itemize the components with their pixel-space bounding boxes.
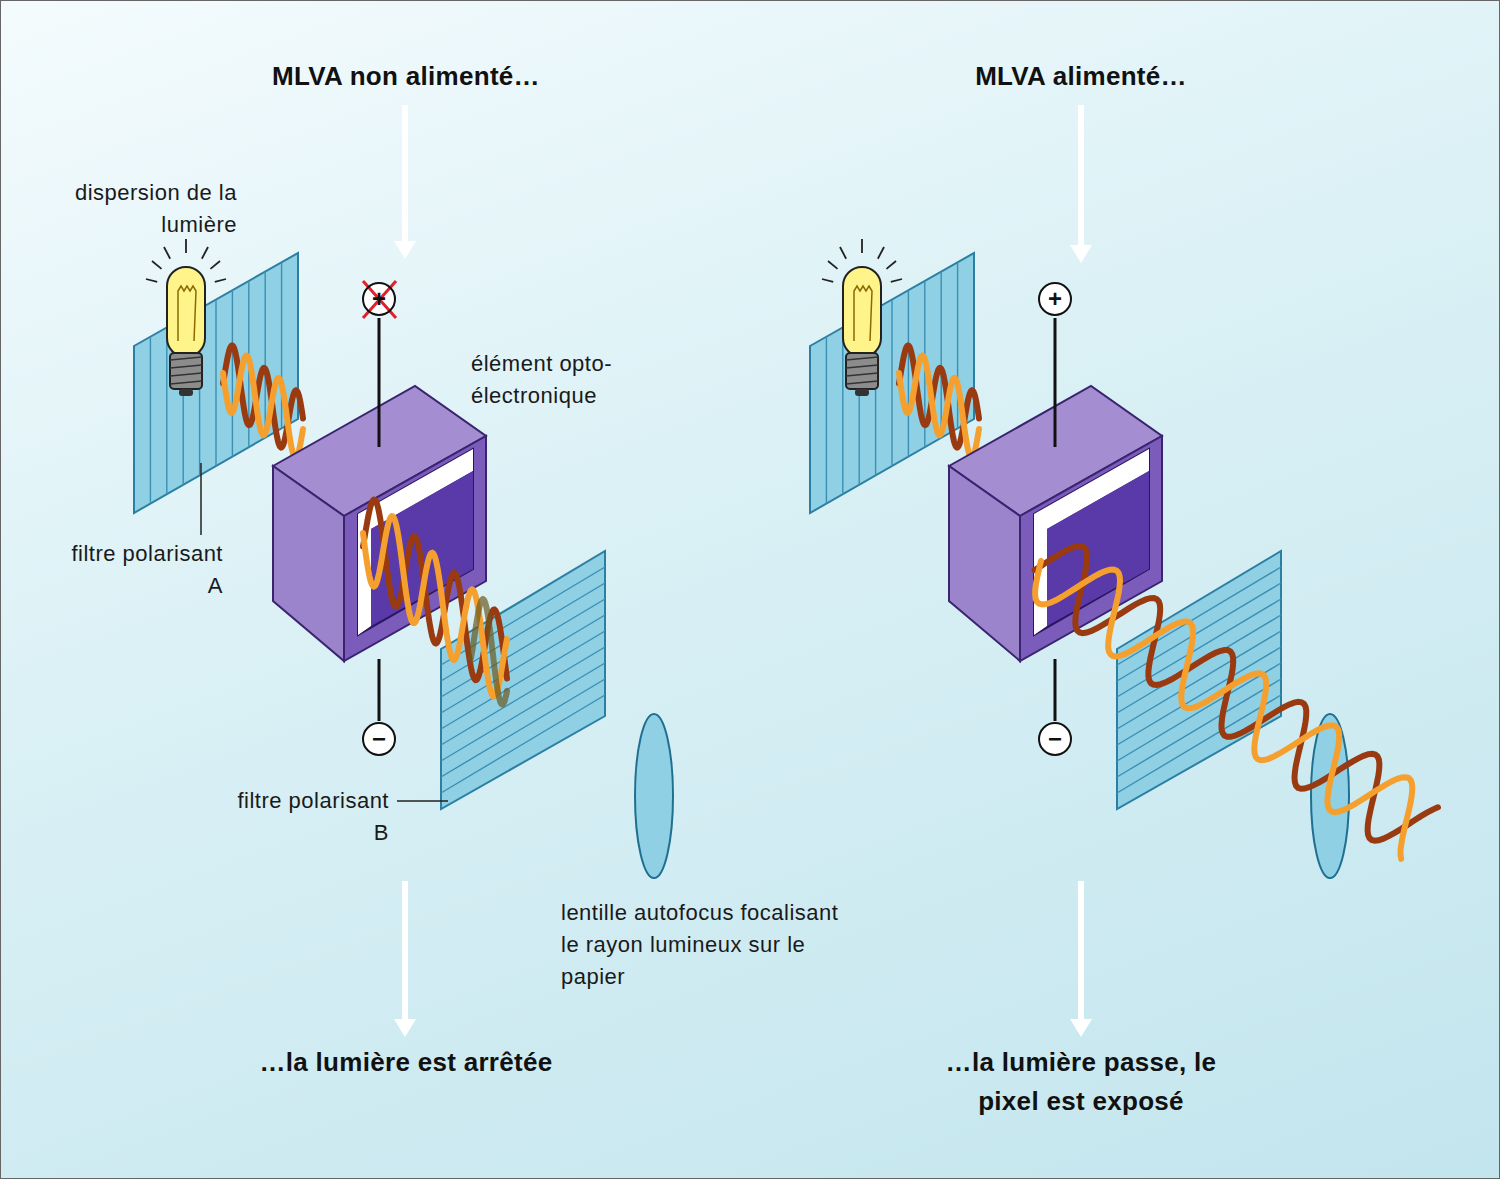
terminal-ground (1039, 283, 1071, 315)
polarizer-line (842, 327, 843, 494)
polarity-sign: − (1048, 727, 1062, 751)
bulb-tip (179, 389, 193, 396)
light-wave (1035, 561, 1412, 859)
wire (378, 318, 381, 447)
polarizer-line (232, 290, 233, 456)
part-label: élément opto-électronique (471, 348, 711, 412)
bulb-thread (170, 357, 202, 360)
part-label: filtre polarisant B (229, 785, 389, 849)
bulb-glass (843, 267, 881, 357)
light-wave (899, 356, 979, 458)
terminal-ground (363, 723, 395, 755)
lens (635, 714, 673, 878)
light-ray (185, 239, 187, 253)
part-label: lentille autofocus focalisant le rayon l… (561, 897, 851, 993)
polarizer-line (891, 300, 892, 467)
light-ray (202, 247, 208, 259)
polarity-sign: + (372, 287, 386, 311)
light-ray (152, 261, 162, 269)
light-ray (822, 279, 833, 282)
polarizer-line (441, 679, 605, 777)
polarizer-b (441, 551, 605, 809)
polarizer-line (166, 327, 167, 494)
result-caption: …la lumière passe, le pixel est exposé (931, 1043, 1231, 1121)
terminal-circle: − (1038, 722, 1072, 756)
terminal-circle: + (362, 282, 396, 316)
light-wave-dark (1035, 546, 1438, 841)
polarizer-line (150, 337, 151, 504)
flow-arrow-head (394, 1019, 416, 1037)
bulb-thread (846, 357, 878, 360)
panel-title: MLVA alimenté… (851, 57, 1311, 96)
terminal-circle: − (362, 722, 396, 756)
box-side (273, 466, 344, 661)
part-label: dispersion de la lumière (57, 177, 237, 241)
bulb-tip (855, 389, 869, 396)
bulb-glass (167, 267, 205, 357)
light-ray (878, 247, 884, 259)
flow-arrow-head (394, 241, 416, 259)
polarizer-line (441, 647, 605, 745)
light-ray (886, 261, 896, 269)
box-side (949, 466, 1020, 661)
polarizer-line (908, 290, 909, 456)
wire (1054, 318, 1057, 447)
light-ray (828, 261, 838, 269)
light-ray (840, 247, 846, 259)
flow-arrow-shaft (1078, 105, 1084, 249)
terminal-circle: + (1038, 282, 1072, 316)
polarity-sign: + (1048, 287, 1062, 311)
flow-arrow-shaft (1078, 881, 1084, 1023)
cross-mark (363, 281, 396, 318)
polarizer-line (1117, 583, 1281, 681)
panel-title: MLVA non alimenté… (176, 57, 636, 96)
bulb-thread (170, 373, 202, 376)
cross-mark (363, 281, 396, 318)
flow-arrow-shaft (402, 881, 408, 1023)
bulb-filament (854, 286, 872, 341)
part-label: filtre polarisant A (63, 538, 223, 602)
flow-arrow-shaft (402, 105, 408, 245)
bulb-filament (178, 286, 196, 341)
polarizer-line (1117, 567, 1281, 665)
bulb-base (846, 353, 878, 389)
polarizer-line (941, 272, 942, 438)
polarizer-line (441, 695, 605, 793)
light-wave-filtered (471, 599, 507, 704)
box-front (1020, 436, 1162, 661)
polarity-sign: − (372, 727, 386, 751)
bulb-thread (846, 373, 878, 376)
bulb-thread (846, 381, 878, 384)
bulb-base (170, 353, 202, 389)
polarizer-line (441, 663, 605, 761)
flow-arrow-head (1070, 245, 1092, 263)
flow-arrow-head (1070, 1019, 1092, 1037)
light-ray (861, 239, 863, 253)
polarizer-line (215, 300, 216, 467)
polarizer-line (826, 337, 827, 504)
wire (1054, 659, 1057, 721)
leader-line (397, 800, 448, 802)
leader-line (200, 463, 202, 535)
light-ray (210, 261, 220, 269)
result-caption: …la lumière est arrêtée (176, 1043, 636, 1082)
wire (378, 659, 381, 721)
terminal-ground (1039, 723, 1071, 755)
light-wave (223, 356, 303, 458)
light-ray (215, 279, 226, 282)
bulb-thread (846, 365, 878, 368)
bulb-thread (170, 381, 202, 384)
bulb-thread (170, 365, 202, 368)
light-ray (164, 247, 170, 259)
polarizer-b (1117, 551, 1281, 809)
polarizer-line (265, 272, 266, 438)
light-ray (146, 279, 157, 282)
light-ray (891, 279, 902, 282)
